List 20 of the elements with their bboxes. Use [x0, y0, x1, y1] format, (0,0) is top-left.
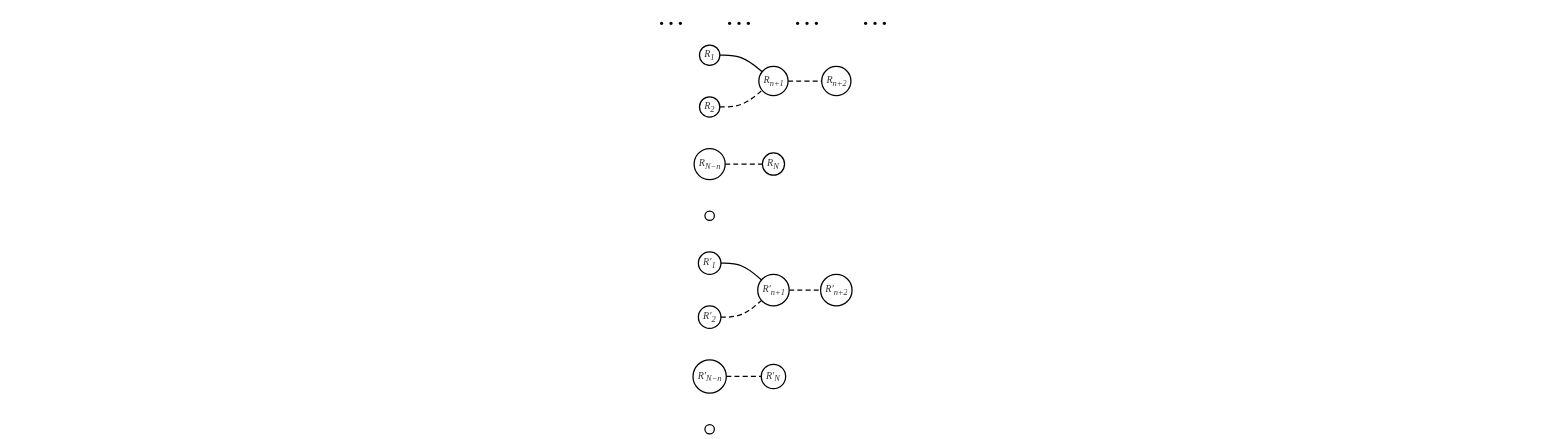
- node-circle: R$_{N−n}$: [693, 147, 727, 181]
- node-circle: R′$_{2}$: [698, 305, 722, 329]
- node-circle: R′$_{1}$: [698, 251, 722, 276]
- node-circle: R$_{N}$: [762, 152, 786, 176]
- ellipsis: …: [793, 0, 821, 33]
- node-circle: R$_{2}$: [699, 96, 721, 118]
- node-circle: [704, 210, 716, 222]
- node-circle: R$_{1}$: [699, 44, 721, 66]
- ellipsis: …: [725, 0, 753, 33]
- node-circle: [704, 423, 716, 435]
- node-circle: R$_{n+2}$: [821, 65, 853, 97]
- connector: [726, 375, 763, 378]
- node-circle: R′$_{n+2}$: [820, 273, 854, 307]
- ellipsis: …: [657, 0, 685, 33]
- node-circle: R′$_{N−n}$: [692, 359, 728, 394]
- ellipsis: …: [861, 0, 889, 33]
- node-circle: R′$_{N}$: [761, 363, 787, 390]
- node-circle: R′$_{n+1}$: [757, 273, 791, 307]
- node-circle: R$_{n+1}$: [758, 65, 790, 97]
- connector: [789, 289, 822, 291]
